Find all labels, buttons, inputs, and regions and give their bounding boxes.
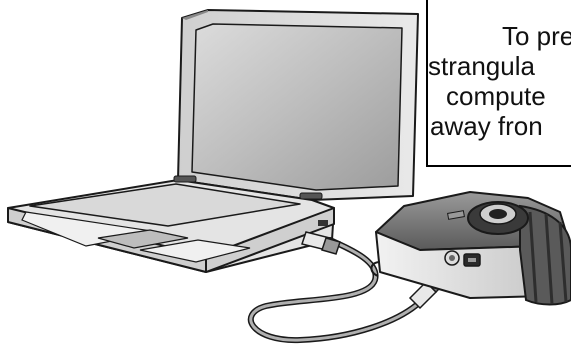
digital-camera <box>371 192 571 305</box>
notice-line-3: compute <box>446 81 546 111</box>
usb-plug-laptop <box>302 232 340 254</box>
notice-line-2: strangula <box>428 51 535 81</box>
warning-notice-box: To pre strangula compute away fron <box>426 0 571 167</box>
camera-lens <box>468 202 528 234</box>
laptop-screen <box>192 24 402 190</box>
laptop-lid <box>178 10 418 200</box>
notice-line-1: To pre <box>502 21 571 51</box>
notice-line-4: away fron <box>430 111 543 141</box>
